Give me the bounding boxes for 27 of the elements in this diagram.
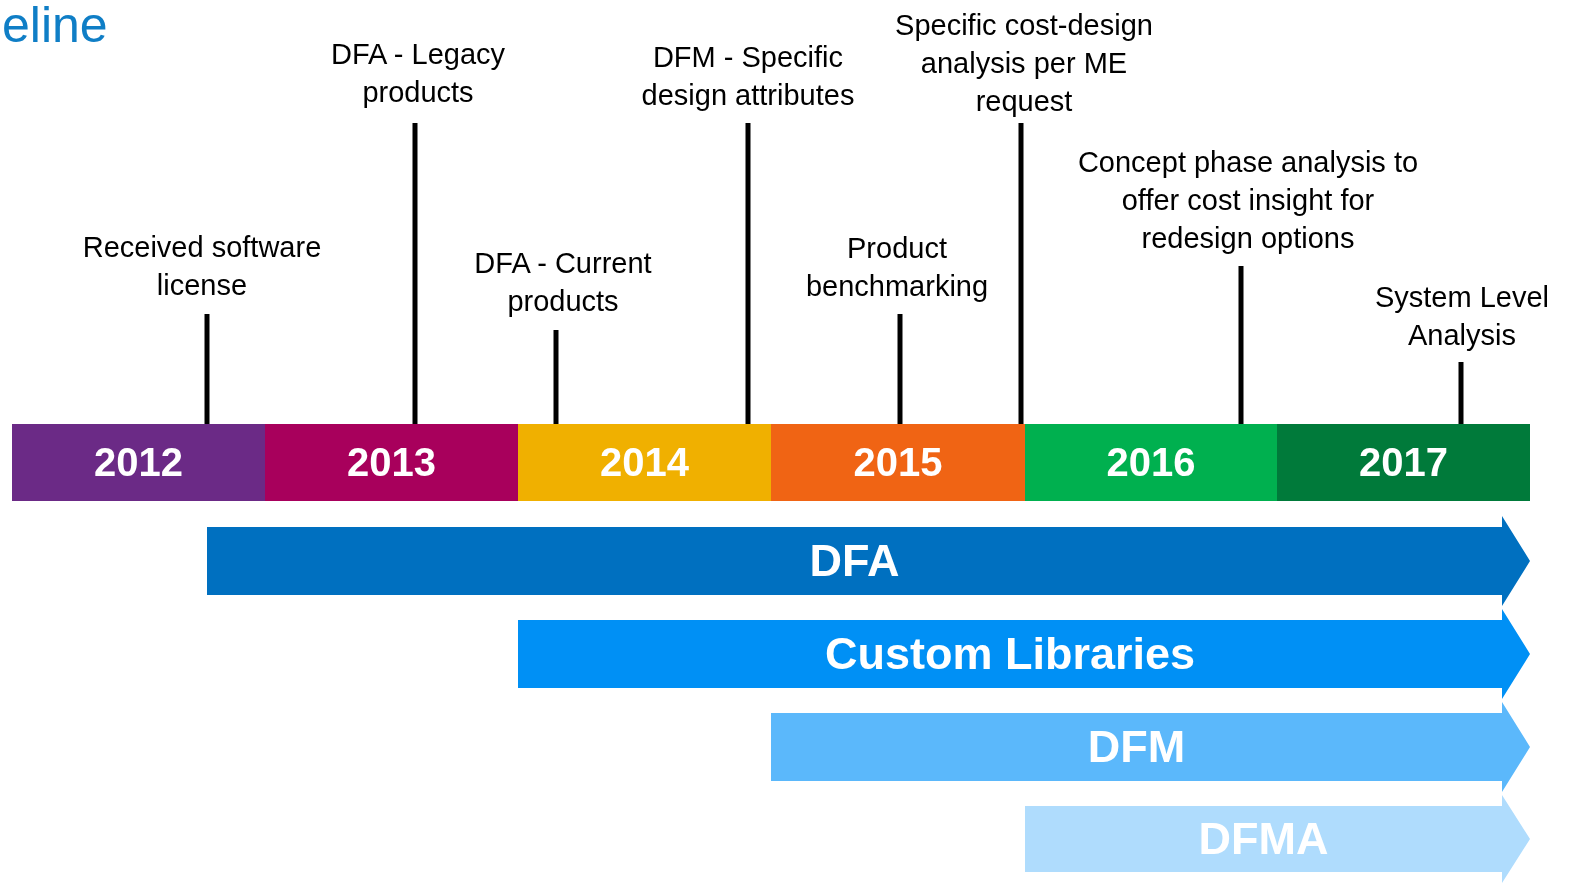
- leader-line: [1458, 362, 1464, 424]
- year-segment: 2012: [12, 424, 265, 501]
- milestone-label: Concept phase analysis to offer cost insight for redesign options: [1076, 145, 1420, 256]
- milestone-label: Specific cost-design analysis per ME request: [894, 8, 1154, 119]
- leader-line: [745, 123, 751, 424]
- milestone-label: DFA - Current products: [473, 246, 653, 319]
- year-segment: 2013: [265, 424, 518, 501]
- phase-label: DFMA: [1198, 813, 1329, 865]
- page-title: eline: [2, 0, 108, 54]
- year-segment: 2017: [1277, 424, 1530, 501]
- milestone-label: DFA - Legacy products: [329, 37, 507, 110]
- milestone-label: System Level Analysis: [1373, 280, 1551, 353]
- year-segment: 2015: [771, 424, 1025, 501]
- year-segment: 2014: [518, 424, 771, 501]
- leader-line: [412, 123, 418, 424]
- leader-line: [1018, 123, 1024, 424]
- year-segment: 2016: [1025, 424, 1277, 501]
- milestone-label: Received software license: [81, 230, 323, 303]
- milestone-label: Product benchmarking: [804, 231, 990, 304]
- leader-line: [897, 314, 903, 424]
- milestone-label: DFM - Specific design attributes: [640, 40, 856, 113]
- leader-line: [204, 314, 210, 424]
- phase-label: DFM: [1087, 721, 1186, 773]
- phase-label: Custom Libraries: [824, 628, 1196, 680]
- phase-label: DFA: [809, 535, 900, 587]
- leader-line: [1238, 266, 1244, 424]
- leader-line: [553, 330, 559, 424]
